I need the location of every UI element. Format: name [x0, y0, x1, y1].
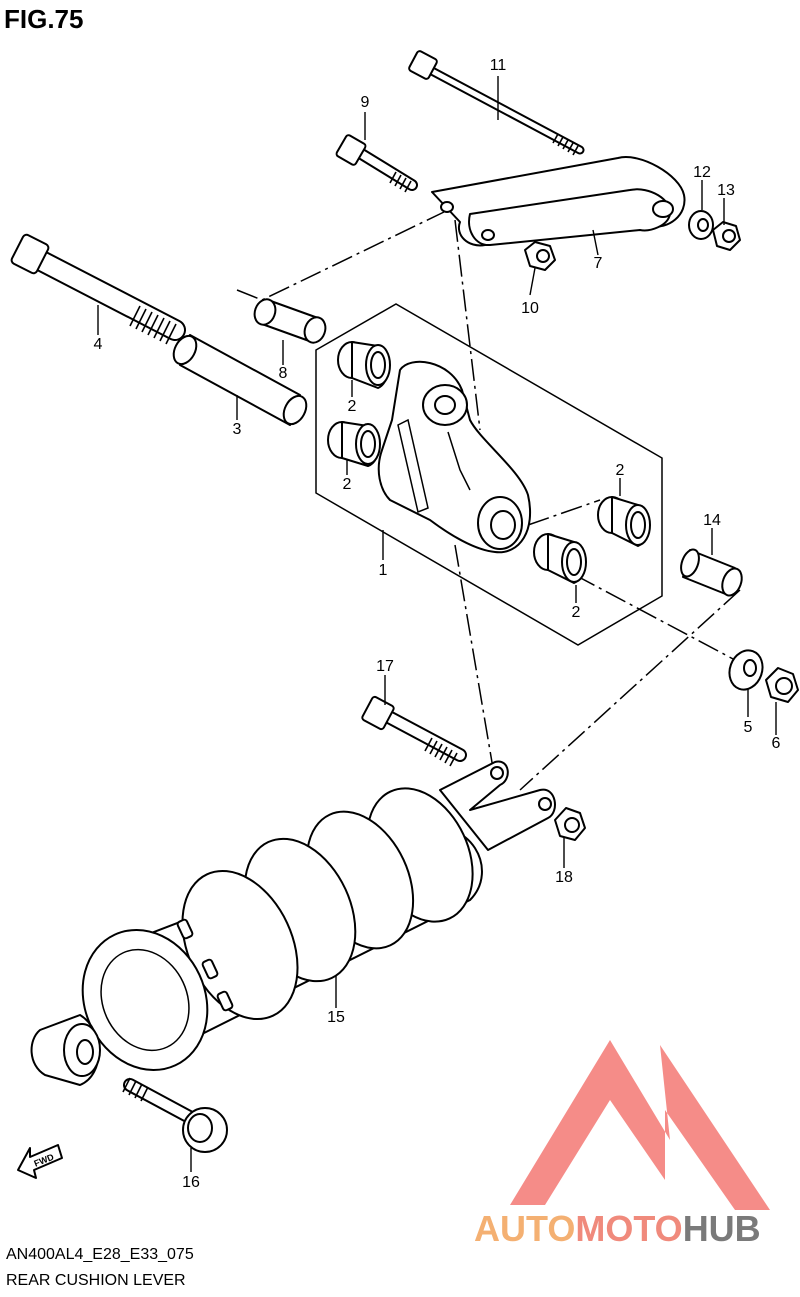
bolt-4-icon — [10, 233, 186, 345]
shock-absorber-15-icon — [30, 760, 556, 1086]
bolt-11-icon — [408, 50, 585, 156]
bolt-9-icon — [335, 134, 418, 193]
callout-12: 12 — [693, 164, 711, 181]
fwd-arrow-icon: FWD — [17, 1144, 63, 1179]
callout-10: 10 — [521, 300, 539, 317]
bearing-2-lower-left-icon — [327, 421, 381, 467]
callout-18: 18 — [555, 869, 573, 886]
nut-10-icon — [524, 241, 556, 271]
nut-6-icon — [765, 667, 799, 703]
washer-5-icon — [728, 649, 764, 691]
watermark-hub: HUB — [682, 1208, 761, 1249]
callout-6: 6 — [772, 735, 781, 752]
watermark-moto: MOTO — [575, 1208, 683, 1249]
bolt-17-icon — [361, 695, 467, 767]
bolt-16-icon — [122, 1077, 228, 1153]
bearing-2-upper-right-icon — [597, 496, 651, 547]
nut-13-icon — [712, 221, 741, 251]
watermark-text: AUTOMOTOHUB — [474, 1208, 761, 1250]
cushion-rod-7-icon — [431, 156, 686, 247]
cushion-lever-1-icon — [377, 360, 532, 554]
callout-15: 15 — [327, 1009, 345, 1026]
callout-8: 8 — [279, 365, 288, 382]
callout-2-upper-right: 2 — [616, 462, 625, 479]
callout-14: 14 — [703, 512, 721, 529]
callouts: 11 9 12 13 7 10 4 8 3 2 2 2 2 1 14 5 6 1… — [94, 57, 781, 1191]
watermark-auto: AUTO — [474, 1208, 576, 1249]
callout-7: 7 — [594, 255, 603, 272]
spacer-3-icon — [172, 334, 308, 426]
callout-13: 13 — [717, 182, 735, 199]
callout-9: 9 — [361, 94, 370, 111]
bearing-2-upper-left-icon — [337, 341, 391, 389]
callout-2-lower-right: 2 — [572, 604, 581, 621]
washer-12-icon — [688, 210, 714, 240]
callout-1: 1 — [379, 562, 388, 579]
callout-3: 3 — [233, 421, 242, 438]
figure-title: FIG.75 — [4, 4, 84, 34]
model-code: AN400AL4_E28_E33_075 — [6, 1246, 194, 1263]
leader-lines — [97, 76, 777, 1172]
callout-4: 4 — [94, 336, 103, 353]
callout-17: 17 — [376, 658, 394, 675]
callout-16: 16 — [182, 1174, 200, 1191]
watermark-logo — [510, 1040, 770, 1210]
callout-2-upper-left: 2 — [348, 398, 357, 415]
callout-5: 5 — [744, 719, 753, 736]
spacer-8-icon — [253, 298, 327, 344]
part-group-name: REAR CUSHION LEVER — [6, 1272, 186, 1289]
alignment-lines — [236, 211, 741, 791]
bearing-2-lower-right-icon — [533, 533, 587, 584]
nut-18-icon — [554, 807, 586, 841]
lever-assembly-outline — [315, 303, 663, 646]
callout-11: 11 — [490, 57, 507, 74]
callout-2-lower-left: 2 — [343, 476, 352, 493]
spacer-14-icon — [680, 548, 743, 597]
